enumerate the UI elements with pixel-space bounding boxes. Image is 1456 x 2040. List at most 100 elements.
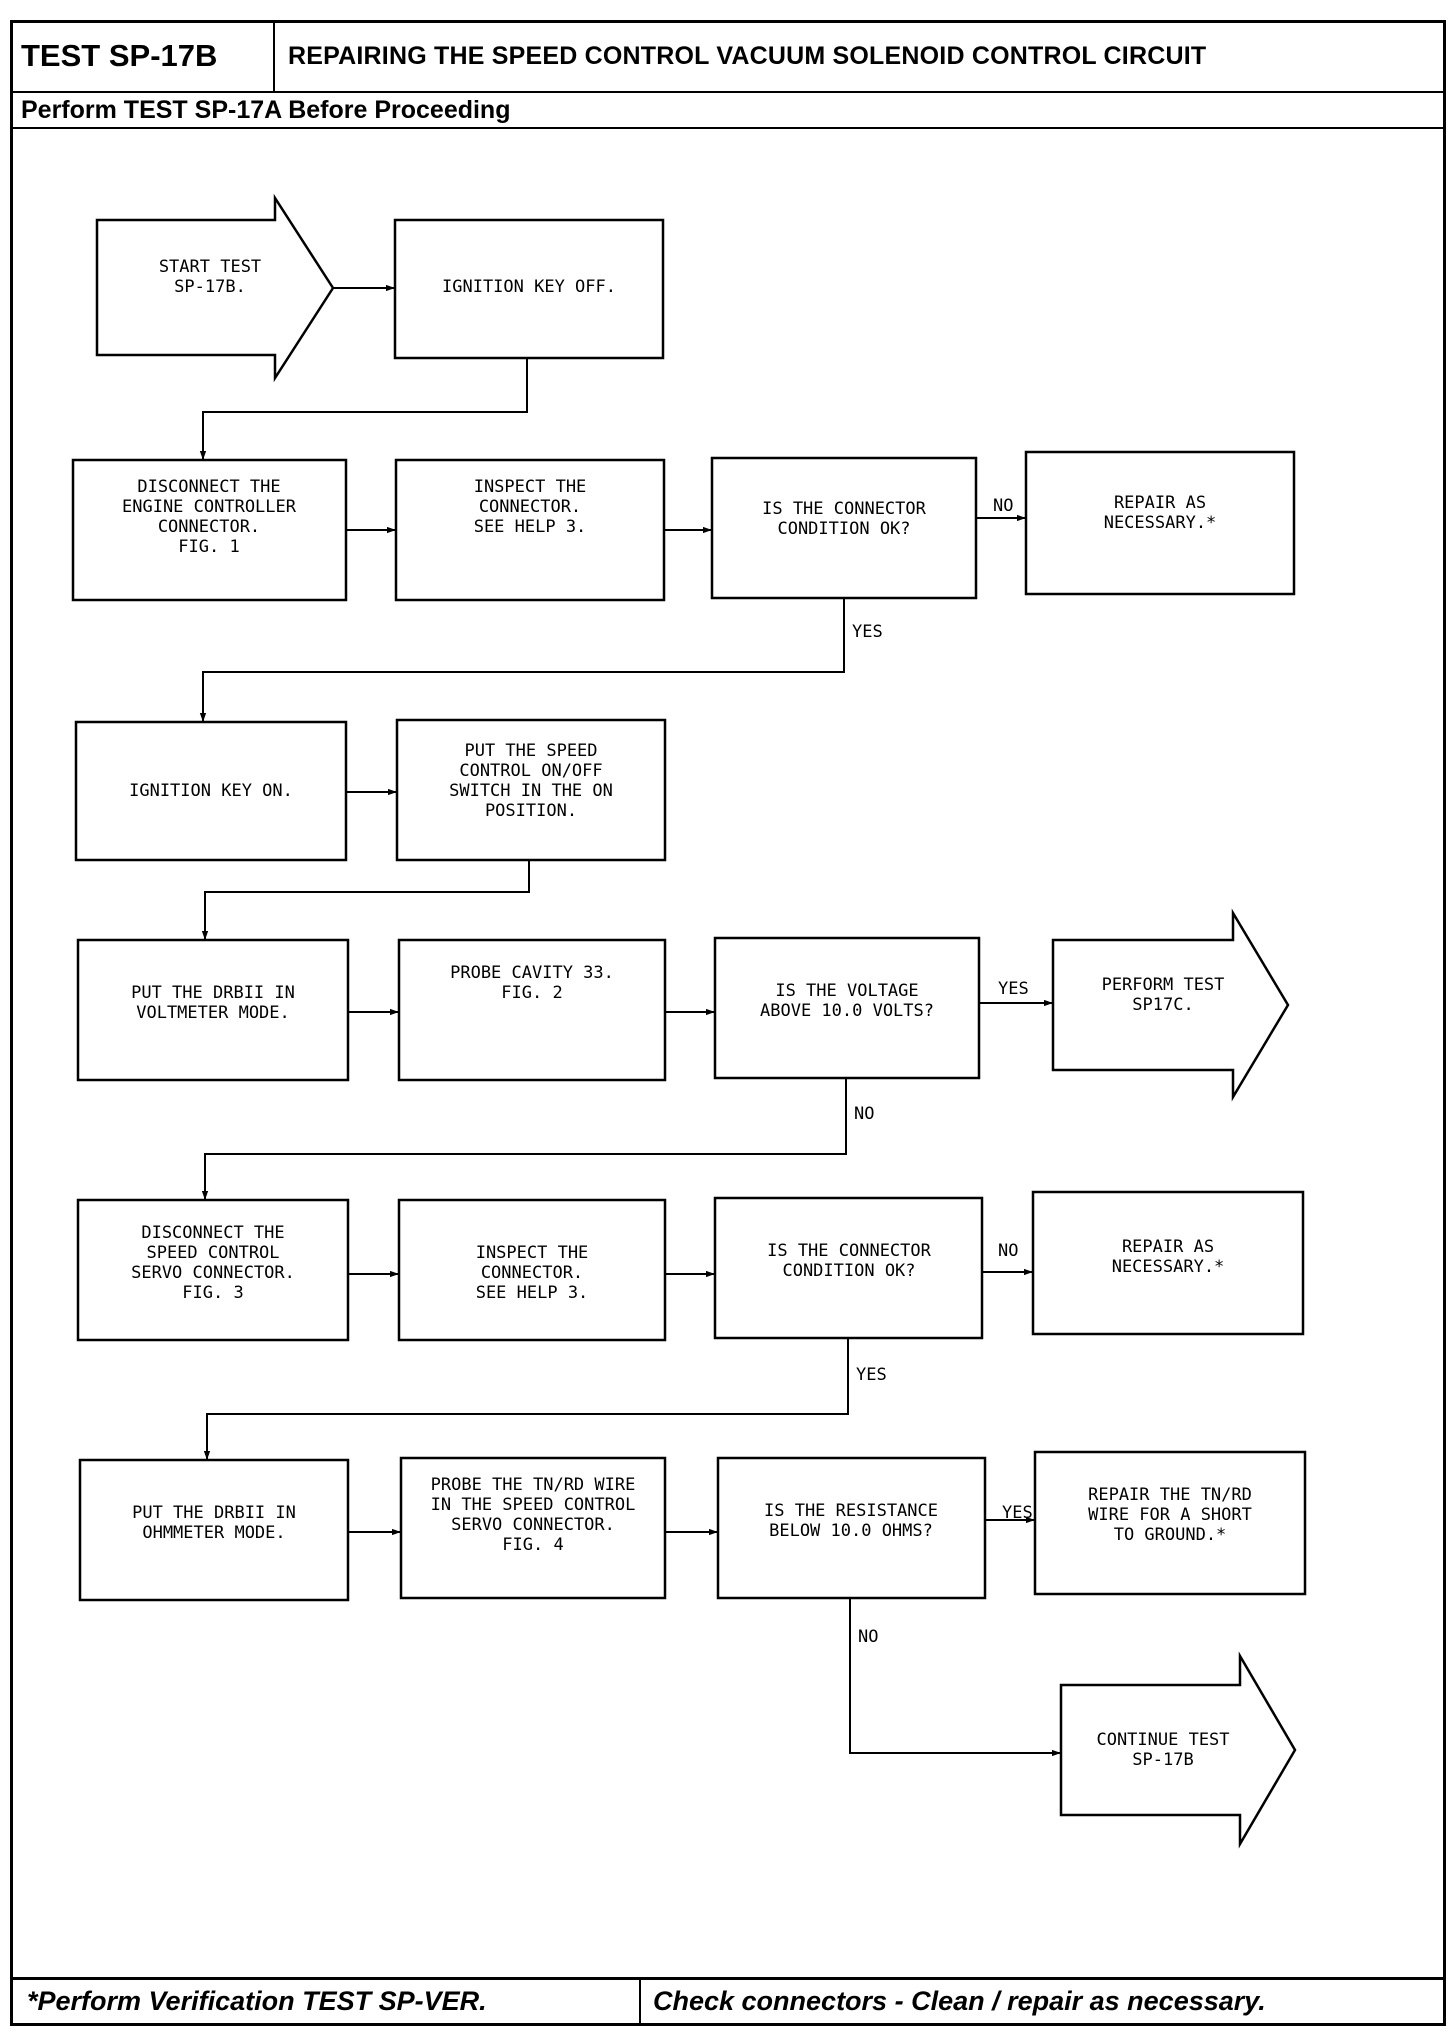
repair-1-node (1024, 450, 1296, 596)
probe-cavity-33-node (397, 938, 667, 1082)
question-resistance-node (716, 1456, 987, 1600)
probe-cavity-33-line: FIG. 2 (501, 983, 562, 1003)
repair-tnrd-wire-line: REPAIR THE TN/RD (1088, 1485, 1252, 1505)
speed-control-switch-line: SWITCH IN THE ON (449, 781, 613, 801)
inspect-connector-2-line: INSPECT THE (476, 1243, 589, 1263)
route-question-2-no (201, 1078, 847, 1200)
route-switch-to-voltmeter (201, 860, 530, 940)
repair-tnrd-wire-line: TO GROUND.* (1114, 1525, 1227, 1545)
continue-sp17b-node (1059, 1651, 1297, 1849)
question-connector-1-line: CONDITION OK? (777, 519, 910, 539)
edge-label-yes-2: YES (998, 979, 1029, 999)
ignition-off-text: IGNITION KEY OFF. (442, 277, 616, 297)
route-off-to-disconnect (199, 358, 528, 460)
continue-sp17b-line: SP-17B (1132, 1750, 1193, 1770)
drb-ohmmeter-line: OHMMETER MODE. (142, 1523, 285, 1543)
question-voltage-line: ABOVE 10.0 VOLTS? (760, 1001, 934, 1021)
test-id: TEST SP-17B (13, 23, 275, 91)
speed-control-switch-line: POSITION. (485, 801, 577, 821)
inspect-connector-1-line: CONNECTOR. (479, 497, 581, 517)
repair-1-line: REPAIR AS (1114, 493, 1206, 513)
probe-tnrd-wire-line: IN THE SPEED CONTROL (431, 1495, 636, 1515)
route-question-3-yes (203, 1338, 849, 1460)
probe-tnrd-wire-node (399, 1456, 667, 1600)
disconnect-servo-line: SPEED CONTROL (146, 1243, 279, 1263)
perform-sp17c-node (1051, 908, 1290, 1102)
inspect-connector-1-line: INSPECT THE (474, 477, 587, 497)
edge-label-no-3: NO (998, 1241, 1018, 1261)
question-resistance-line: IS THE RESISTANCE (764, 1501, 938, 1521)
inspect-connector-2-line: CONNECTOR. (481, 1263, 583, 1283)
repair-tnrd-wire-node (1033, 1450, 1307, 1596)
probe-cavity-33-text: PROBE CAVITY 33.FIG. 2 (450, 963, 614, 1003)
drb-voltmeter-line: VOLTMETER MODE. (136, 1003, 290, 1023)
probe-tnrd-wire-line: SERVO CONNECTOR. (451, 1515, 615, 1535)
edge-label-no-1: NO (993, 496, 1013, 516)
probe-tnrd-wire-line: PROBE THE TN/RD WIRE (431, 1475, 636, 1495)
question-resistance-line: BELOW 10.0 OHMS? (769, 1521, 933, 1541)
disconnect-servo-line: SERVO CONNECTOR. (131, 1263, 295, 1283)
perform-sp17c-line: PERFORM TEST (1102, 975, 1225, 995)
start-line: SP-17B. (174, 277, 246, 297)
disconnect-engine-line: DISCONNECT THE (137, 477, 280, 497)
disconnect-servo-node (76, 1198, 350, 1342)
repair-tnrd-wire-line: WIRE FOR A SHORT (1088, 1505, 1252, 1525)
footer-row: *Perform Verification TEST SP-VER. Check… (13, 1977, 1443, 2023)
repair-2-line: NECESSARY.* (1112, 1257, 1225, 1277)
question-connector-2-line: CONDITION OK? (782, 1261, 915, 1281)
page-title: REPAIRING THE SPEED CONTROL VACUUM SOLEN… (288, 42, 1207, 70)
speed-control-switch-node (395, 718, 667, 862)
ignition-on-text: IGNITION KEY ON. (129, 781, 293, 801)
page-frame: TEST SP-17B REPAIRING THE SPEED CONTROL … (10, 20, 1446, 2026)
probe-tnrd-wire-line: FIG. 4 (502, 1535, 563, 1555)
question-connector-2-line: IS THE CONNECTOR (767, 1241, 932, 1261)
disconnect-servo-line: FIG. 3 (182, 1283, 243, 1303)
drb-voltmeter-node (76, 938, 350, 1082)
disconnect-engine-line: FIG. 1 (178, 537, 239, 557)
prerequisite-note: Perform TEST SP-17A Before Proceeding (13, 93, 1443, 129)
start-node (95, 193, 335, 383)
footer-connector-note: Check connectors - Clean / repair as nec… (653, 1986, 1266, 2016)
inspect-connector-1-line: SEE HELP 3. (474, 517, 587, 537)
edge-label-yes-1: YES (852, 622, 883, 642)
edge-label-yes-4: YES (1002, 1503, 1033, 1523)
route-question-4-no (849, 1598, 1061, 1757)
probe-cavity-33-line: PROBE CAVITY 33. (450, 963, 614, 983)
inspect-connector-2-line: SEE HELP 3. (476, 1283, 589, 1303)
footer-verification-note: *Perform Verification TEST SP-VER. (13, 1980, 641, 2023)
ignition-off-line: IGNITION KEY OFF. (442, 277, 616, 297)
inspect-connector-2-node (397, 1198, 667, 1342)
perform-sp17c-line: SP17C. (1132, 995, 1193, 1015)
drb-ohmmeter-node (78, 1458, 350, 1602)
start-line: START TEST (159, 257, 261, 277)
ignition-on-line: IGNITION KEY ON. (129, 781, 293, 801)
question-connector-1-line: IS THE CONNECTOR (762, 499, 927, 519)
drb-ohmmeter-line: PUT THE DRBII IN (132, 1503, 296, 1523)
repair-2-line: REPAIR AS (1122, 1237, 1214, 1257)
continue-sp17b-line: CONTINUE TEST (1096, 1730, 1229, 1750)
drb-voltmeter-line: PUT THE DRBII IN (131, 983, 295, 1003)
edge-label-yes-3: YES (856, 1365, 887, 1385)
question-voltage-line: IS THE VOLTAGE (775, 981, 918, 1001)
disconnect-servo-line: DISCONNECT THE (141, 1223, 284, 1243)
speed-control-switch-line: CONTROL ON/OFF (459, 761, 602, 781)
disconnect-engine-line: CONNECTOR. (158, 517, 260, 537)
